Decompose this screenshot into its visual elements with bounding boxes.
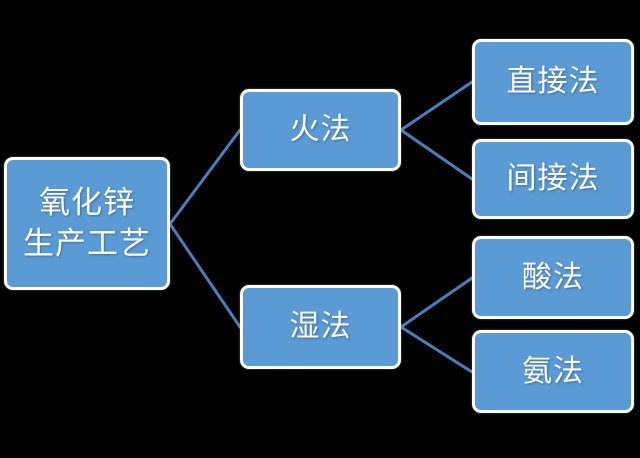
node-branch-pyro-label: 火法 xyxy=(289,112,352,148)
node-leaf-acid-method[interactable]: 酸法 xyxy=(472,236,634,319)
node-leaf-direct-method[interactable]: 直接法 xyxy=(472,39,634,125)
node-leaf-indirect-label: 间接法 xyxy=(506,161,600,197)
connector-root-to-pyro xyxy=(168,128,242,226)
node-leaf-indirect-method[interactable]: 间接法 xyxy=(472,139,634,219)
node-root-label-line1: 氧化锌 xyxy=(39,184,135,221)
node-root-label-line2: 生产工艺 xyxy=(23,225,151,262)
connector-pyro-to-indirect xyxy=(399,128,474,181)
node-branch-hydro-method[interactable]: 湿法 xyxy=(240,285,401,369)
connector-hydro-to-acid xyxy=(399,276,474,329)
node-leaf-acid-label: 酸法 xyxy=(522,259,584,295)
node-leaf-ammonia-method[interactable]: 氨法 xyxy=(472,330,634,413)
connector-root-to-hydro xyxy=(168,222,242,329)
node-branch-hydro-label: 湿法 xyxy=(289,309,352,345)
node-leaf-ammonia-label: 氨法 xyxy=(522,353,584,389)
connector-pyro-to-direct xyxy=(399,80,474,132)
connector-hydro-to-ammonia xyxy=(399,325,474,374)
node-root-zinc-oxide-production-process[interactable]: 氧化锌 生产工艺 xyxy=(4,157,170,290)
node-branch-pyro-method[interactable]: 火法 xyxy=(240,89,401,171)
node-leaf-direct-label: 直接法 xyxy=(506,64,600,100)
